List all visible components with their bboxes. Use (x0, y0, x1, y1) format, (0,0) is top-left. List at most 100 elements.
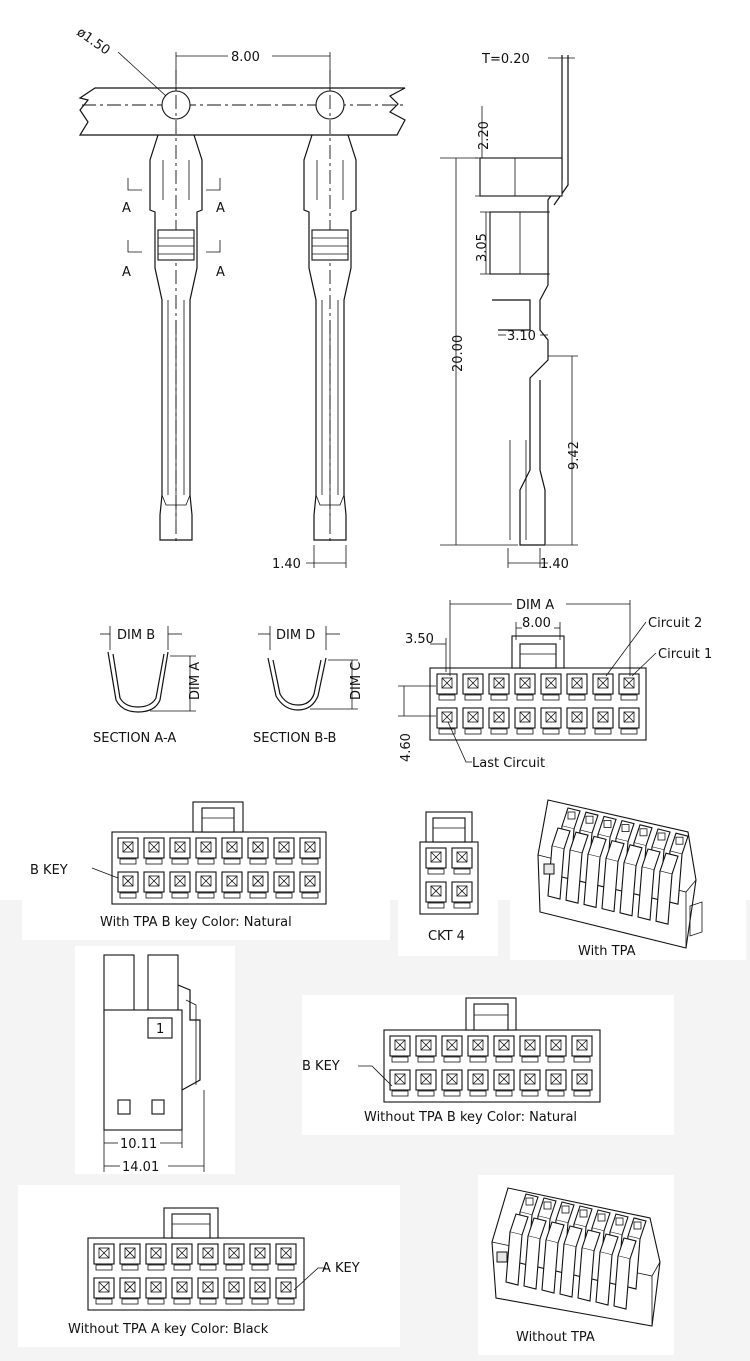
housing-without-tpa-bkey: B KEY Without TPA B key Color: Natural (302, 997, 601, 1125)
cavity-cell (436, 707, 458, 735)
housing-cells (436, 673, 640, 735)
housing-dimensioned: DIM A 8.00 3.50 4.60 Circuit 2 Circuit 1… (398, 598, 712, 771)
section-mark-a1: A (122, 201, 131, 216)
cavity-cell (514, 673, 536, 701)
dim-side-3: 3.10 (507, 329, 536, 344)
dim-thickness: T=0.20 (481, 52, 530, 67)
dim-side-4: 9.42 (567, 441, 582, 470)
iso-without-tpa-caption: Without TPA (516, 1330, 595, 1345)
housing-cells (93, 1243, 297, 1305)
cavity-cell (467, 1035, 489, 1063)
cavity-cell (415, 1069, 437, 1097)
cavity-cell (249, 1277, 271, 1305)
side-dim-outer: 14.01 (122, 1160, 159, 1175)
terminal-front-view: 8.00 ø1.50 (74, 25, 406, 572)
iso-finger (595, 1213, 629, 1306)
cavity-cell (566, 707, 588, 735)
housing-cells (117, 837, 321, 899)
housing-pitch: 8.00 (522, 616, 551, 631)
cavity-cell (436, 673, 458, 701)
cavity-cell (145, 1277, 167, 1305)
cavity-cell (143, 837, 165, 865)
cavity-cell (169, 837, 191, 865)
without-tpa-a-key-label: A KEY (322, 1261, 360, 1276)
terminal-left (149, 134, 203, 541)
cavity-cell (566, 673, 588, 701)
cavity-cell (592, 673, 614, 701)
cavity-cell (441, 1069, 463, 1097)
cavity-cell (247, 837, 269, 865)
cavity-cell (545, 1069, 567, 1097)
callout-circuit-1: Circuit 1 (658, 647, 712, 662)
housing-ckt4: CKT 4 (419, 811, 479, 944)
section-b-caption: SECTION B-B (253, 731, 336, 746)
iso-finger (613, 1217, 647, 1310)
pin-one-label: 1 (156, 1022, 164, 1037)
cavity-cell (223, 1277, 245, 1305)
cavity-cell (462, 707, 484, 735)
section-mark-a3: A (122, 265, 131, 280)
dim-pitch: 8.00 (231, 50, 260, 65)
section-a-dim-height: DIM A (188, 662, 203, 700)
cavity-cell (425, 881, 447, 909)
iso-finger (541, 1201, 575, 1294)
cavity-cell (195, 837, 217, 865)
housing-with-tpa-bkey: B KEY With TPA B key Color: Natural (30, 801, 327, 930)
iso-view-without-tpa: Without TPA (491, 1187, 661, 1345)
cavity-cell (540, 673, 562, 701)
cavity-cell (493, 1035, 515, 1063)
cavity-cell (545, 1035, 567, 1063)
without-tpa-b-caption: Without TPA B key Color: Natural (364, 1110, 577, 1125)
cavity-cell (273, 837, 295, 865)
cavity-cell (195, 871, 217, 899)
section-a-caption: SECTION A-A (93, 731, 176, 746)
dim-side-total: 20.00 (451, 335, 466, 372)
cavity-cell (169, 871, 191, 899)
cavity-cell (93, 1277, 115, 1305)
dim-side-2: 3.05 (475, 233, 490, 262)
section-mark-a4: A (216, 265, 225, 280)
section-mark-a2: A (216, 201, 225, 216)
cavity-cell (197, 1277, 219, 1305)
side-dim-inner: 10.11 (120, 1137, 157, 1152)
housing-offset: 3.50 (405, 632, 434, 647)
cavity-cell (249, 1243, 271, 1271)
callout-circuit-2: Circuit 2 (648, 616, 702, 631)
cavity-cell (171, 1243, 193, 1271)
cavity-cell (117, 837, 139, 865)
housing-without-tpa-akey: A KEY Without TPA A key Color: Black (68, 1207, 360, 1337)
cavity-cell (451, 881, 473, 909)
cavity-cell (143, 871, 165, 899)
cavity-cell (221, 837, 243, 865)
cavity-cell (275, 1243, 297, 1271)
cavity-cell (223, 1243, 245, 1271)
iso-finger (619, 824, 653, 917)
cavity-cell (93, 1243, 115, 1271)
cavity-cell (488, 707, 510, 735)
without-tpa-a-caption: Without TPA A key Color: Black (68, 1322, 269, 1337)
section-b-b: DIM D DIM C SECTION B-B (253, 626, 364, 746)
iso-view-with-tpa: With TPA (537, 799, 703, 959)
section-b-dim-width: DIM D (276, 628, 315, 643)
cavity-cell (425, 847, 447, 875)
dim-side-1: 2.20 (477, 121, 492, 150)
dim-hole-diameter: ø1.50 (74, 25, 113, 58)
cavity-cell (299, 837, 321, 865)
housing-row-pitch: 4.60 (399, 733, 414, 762)
section-a-a: DIM B DIM A SECTION A-A (93, 626, 203, 746)
cavity-cell (441, 1035, 463, 1063)
cavity-cell (519, 1035, 541, 1063)
housing-cells (389, 1035, 593, 1097)
cavity-cell (389, 1069, 411, 1097)
housing-side-view: 1 10.11 14.01 (103, 954, 205, 1175)
cavity-cell (145, 1243, 167, 1271)
cavity-cell (618, 707, 640, 735)
cavity-cell (273, 871, 295, 899)
cavity-cell (488, 673, 510, 701)
iso-with-tpa-caption: With TPA (578, 944, 636, 959)
terminal-right (303, 134, 357, 541)
section-markers: A A A A (122, 178, 225, 280)
with-tpa-key-label: B KEY (30, 863, 68, 878)
cavity-cell (197, 1243, 219, 1271)
